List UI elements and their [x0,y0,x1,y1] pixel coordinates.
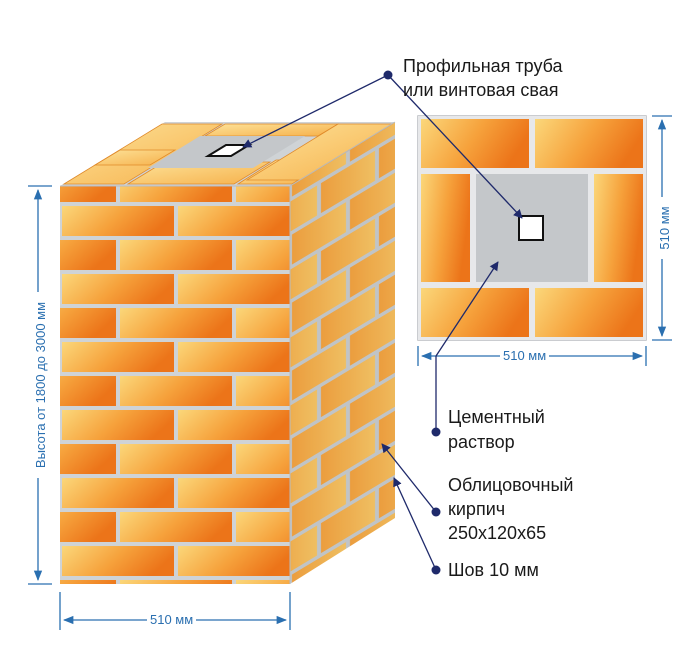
label-brick-line2: кирпич [448,499,506,519]
callout-lines [242,74,523,571]
label-mortar-line1: Цементный [448,407,545,427]
plan-brick-top-right [535,119,643,168]
plan-brick-right [594,174,643,282]
label-pipe-line2: или винтовая свая [403,80,559,100]
plan-brick-bottom-right [535,288,643,337]
plan-brick-bottom-left [421,288,529,337]
label-brick-line1: Облицовочный [448,475,574,495]
label-seam: Шов 10 мм [448,560,539,580]
pillar-side-face [290,122,395,584]
plan-brick-left [421,174,470,282]
plan-pipe [518,215,544,241]
pillar-3d [60,121,396,584]
callout-dots [383,70,441,575]
pillar-top-bricks [62,123,394,185]
dim-plan-depth-label: 510 мм [657,197,673,259]
plan-brick-top-left [421,119,529,168]
label-mortar-line2: раствор [448,432,515,452]
pillar-front-face [60,186,290,584]
label-brick-line3: 250х120х65 [448,523,547,543]
plan-view [417,115,647,341]
dim-height-label: Высота от 1800 до 3000 мм [33,292,49,478]
dim-pillar-width-label: 510 мм [147,612,197,628]
label-pipe-line1: Профильная труба [403,56,563,76]
dim-plan-width-label: 510 мм [500,348,550,364]
